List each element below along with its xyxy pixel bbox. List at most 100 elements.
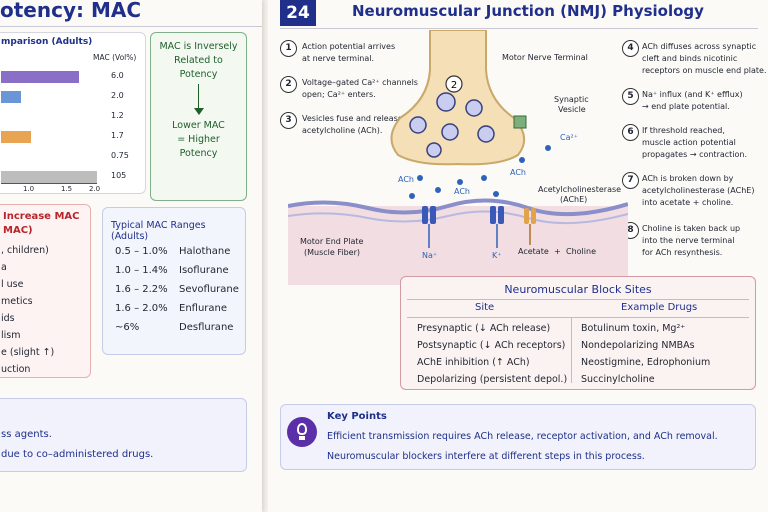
block-site: Depolarizing (persistent depol.) <box>417 374 568 385</box>
step-text: open; Ca²⁺ enters. <box>302 90 376 99</box>
inverse-line1: MAC is Inversely <box>159 41 238 52</box>
agent-name: Enflurane <box>179 303 228 314</box>
nmj-diagram: 2 Motor Nerve Terminal Synaptic Vesicle … <box>288 30 628 285</box>
key-points-line2: Neuromuscular blockers interfere at diff… <box>327 451 645 462</box>
mac-value: 2.0 <box>111 91 124 100</box>
inverse-relation-card: MAC is Inversely Related to Potency Lowe… <box>150 32 247 201</box>
choline-label: Choline <box>566 247 596 256</box>
step-number-circle: 5 <box>622 88 639 105</box>
ache-enzyme <box>524 208 536 224</box>
summary-line2: due to co–administered drugs. <box>1 449 154 460</box>
ach-label: ACh <box>398 175 414 184</box>
mac-range: 1.6 – 2.2% <box>115 284 168 295</box>
mac-value: 1.7 <box>111 131 124 140</box>
step-number-circle: 7 <box>622 172 639 189</box>
comparison-header: mparison (Adults) <box>1 37 93 47</box>
agent-name: Desflurane <box>179 322 234 333</box>
step-text: Choline is taken back up <box>642 224 741 233</box>
summary-card: ss agents. due to co–administered drugs. <box>0 398 247 472</box>
block-drug: Succinylcholine <box>581 374 655 385</box>
mac-ranges-card: Typical MAC Ranges (Adults) 0.5 – 1.0% Ha… <box>102 207 246 355</box>
ca-label: Ca²⁺ <box>560 133 578 142</box>
increase-title2: MAC) <box>3 225 33 236</box>
key-points-card: Key Points Efficient transmission requir… <box>280 404 756 470</box>
block-sites-card: Neuromuscular Block Sites Site Example D… <box>400 276 756 390</box>
inverse-line5: = Higher <box>177 134 220 145</box>
inverse-line4: Lower MAC <box>172 120 225 131</box>
step-text: → end plate potential. <box>642 102 730 111</box>
title-underline <box>280 28 758 29</box>
mac-range: 1.6 – 2.0% <box>115 303 168 314</box>
step-text: into the nerve terminal <box>642 236 735 245</box>
block-site: Presynaptic (↓ ACh release) <box>417 323 551 334</box>
increase-item: lism <box>1 330 21 341</box>
inverse-line3: Potency <box>179 69 218 80</box>
mac-range: 0.5 – 1.0% <box>115 246 168 257</box>
synaptic-vesicle-label: Synaptic <box>554 95 589 104</box>
vesicle <box>409 92 495 158</box>
col-drugs-header: Example Drugs <box>621 302 698 313</box>
increase-item: e (slight ↑) <box>1 347 55 358</box>
mac-value: 6.0 <box>111 71 124 80</box>
muscle-fiber <box>288 206 628 285</box>
column-divider <box>571 317 572 383</box>
na-label: Na⁺ <box>422 251 437 260</box>
left-title: otency: MAC <box>0 0 142 22</box>
col-site-header: Site <box>475 302 495 313</box>
step-text: Na⁺ influx (and K⁺ efflux) <box>642 90 743 99</box>
agent-name: Halothane <box>179 246 231 257</box>
mac-value: 1.2 <box>111 111 124 120</box>
acetate-label: Acetate <box>518 247 549 256</box>
increase-item: l use <box>1 279 24 290</box>
key-points-line1: Efficient transmission requires ACh rele… <box>327 431 718 442</box>
mac-value: 105 <box>111 171 127 180</box>
ach-molecule <box>409 145 551 199</box>
block-site: AChE inhibition (↑ ACh) <box>417 357 530 368</box>
block-drug: Neostigmine, Edrophonium <box>581 357 711 368</box>
key-points-title: Key Points <box>327 411 387 422</box>
increase-item: uction <box>1 364 31 375</box>
step-number-circle: 4 <box>622 40 639 57</box>
title-divider <box>0 26 262 27</box>
ach-label: ACh <box>510 168 526 177</box>
step-text: If threshold reached, <box>642 126 725 135</box>
ranges-title: Typical MAC Ranges (Adults) <box>111 220 206 242</box>
step-text: Voltage–gated Ca²⁺ channels <box>302 78 418 87</box>
step-text: acetylcholinesterase (AChE) <box>642 186 755 195</box>
increase-item: ids <box>1 313 15 324</box>
mac-range: ~6% <box>115 322 140 333</box>
mac-column-header: MAC (Vol%) <box>93 53 137 62</box>
axis-line <box>1 183 97 184</box>
mac-bar <box>1 171 97 183</box>
mac-bar <box>1 131 31 143</box>
down-arrow-icon <box>193 84 204 115</box>
step-number-circle: 3 <box>280 112 297 129</box>
step-text: propagates → contraction. <box>642 150 748 159</box>
k-label: K⁺ <box>492 251 501 260</box>
block-drug: Nondepolarizing NMBAs <box>581 340 695 351</box>
header-rule <box>407 317 749 318</box>
block-sites-title: Neuromuscular Block Sites <box>504 283 652 296</box>
end-plate-label: (Muscle Fiber) <box>304 248 360 257</box>
block-drug: Botulinum toxin, Mg²⁺ <box>581 323 686 334</box>
mac-bar <box>1 71 79 83</box>
step-2-marker <box>445 75 463 93</box>
title-rule <box>407 299 749 300</box>
inverse-line2: Related to <box>174 55 223 66</box>
step-text: for ACh resynthesis. <box>642 248 723 257</box>
ach-label: ACh <box>454 187 470 196</box>
step-number-circle: 6 <box>622 124 639 141</box>
step-text: acetylcholine (ACh). <box>302 126 383 135</box>
block-site: Postsynaptic (↓ ACh receptors) <box>417 340 566 351</box>
increase-item: , children) <box>1 245 49 256</box>
ache-label: Acetylcholinesterase <box>538 185 621 194</box>
axis-tick-label: 1.0 <box>23 185 35 193</box>
step-text: at nerve terminal. <box>302 54 375 63</box>
step-text: muscle action potential <box>642 138 736 147</box>
ache-label: (AChE) <box>560 195 587 204</box>
end-plate-membrane <box>288 198 628 217</box>
axis-tick-label: 2.0 <box>89 185 101 193</box>
increase-title1: Increase MAC <box>3 211 80 222</box>
agent-name: Sevoflurane <box>179 284 239 295</box>
mac-range: 1.0 – 1.4% <box>115 265 168 276</box>
